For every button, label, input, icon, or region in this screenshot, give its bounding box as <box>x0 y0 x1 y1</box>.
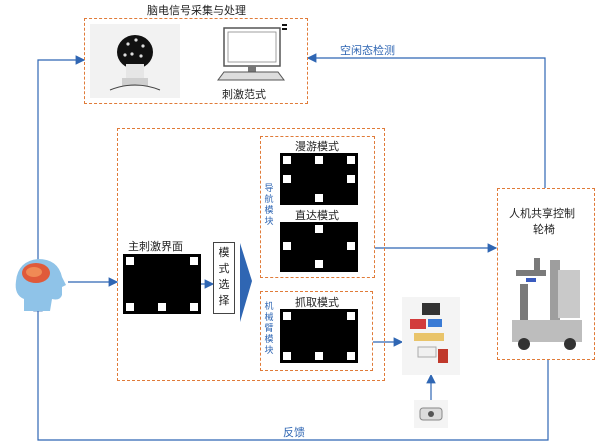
feedback-label: 反馈 <box>283 426 305 439</box>
head-brain-image <box>10 255 68 315</box>
computer-icon <box>212 22 290 94</box>
head-to-acquisition-line <box>37 55 86 262</box>
mode-select-char-4: 择 <box>218 294 230 307</box>
nav-module-box <box>260 136 375 278</box>
wheelchair-box <box>497 188 595 360</box>
mode-select-box: 模 式 选 择 <box>213 242 235 314</box>
stimulation-area-box <box>117 128 385 381</box>
mode-select-char-1: 模 <box>218 246 230 259</box>
camera-image <box>414 400 448 428</box>
grab-mode-label: 抓取模式 <box>295 296 339 309</box>
idle-detection-line <box>306 53 546 188</box>
idle-detection-label: 空闲态检测 <box>340 44 395 57</box>
arm-module-box <box>260 291 373 371</box>
objects-photo <box>402 297 460 375</box>
mode-select-wedge <box>240 243 252 322</box>
paradigm-label: 刺激范式 <box>222 88 266 101</box>
feedback-line <box>33 301 549 441</box>
direct-mode-label: 直达模式 <box>295 209 339 222</box>
main-interface-label: 主刺激界面 <box>128 240 183 253</box>
grab-mode-screen <box>280 309 358 363</box>
wheelchair-label-line2: 轮椅 <box>533 223 555 236</box>
direct-mode-screen <box>280 222 358 272</box>
acquisition-box <box>84 18 308 104</box>
roam-mode-label: 漫游模式 <box>295 140 339 153</box>
mode-select-char-3: 选 <box>218 278 230 291</box>
acquisition-title: 脑电信号采集与处理 <box>147 4 246 17</box>
mode-select-char-2: 式 <box>218 262 230 275</box>
eeg-cap-image <box>90 24 180 98</box>
wheelchair-label-line1: 人机共享控制 <box>509 207 575 220</box>
nav-module-label: 导航模块 <box>264 184 274 227</box>
arm-module-label: 机械臂模块 <box>264 302 274 356</box>
main-interface-screen <box>123 254 201 314</box>
roam-mode-screen <box>280 153 358 205</box>
wheelchair-robot-image <box>506 240 588 352</box>
